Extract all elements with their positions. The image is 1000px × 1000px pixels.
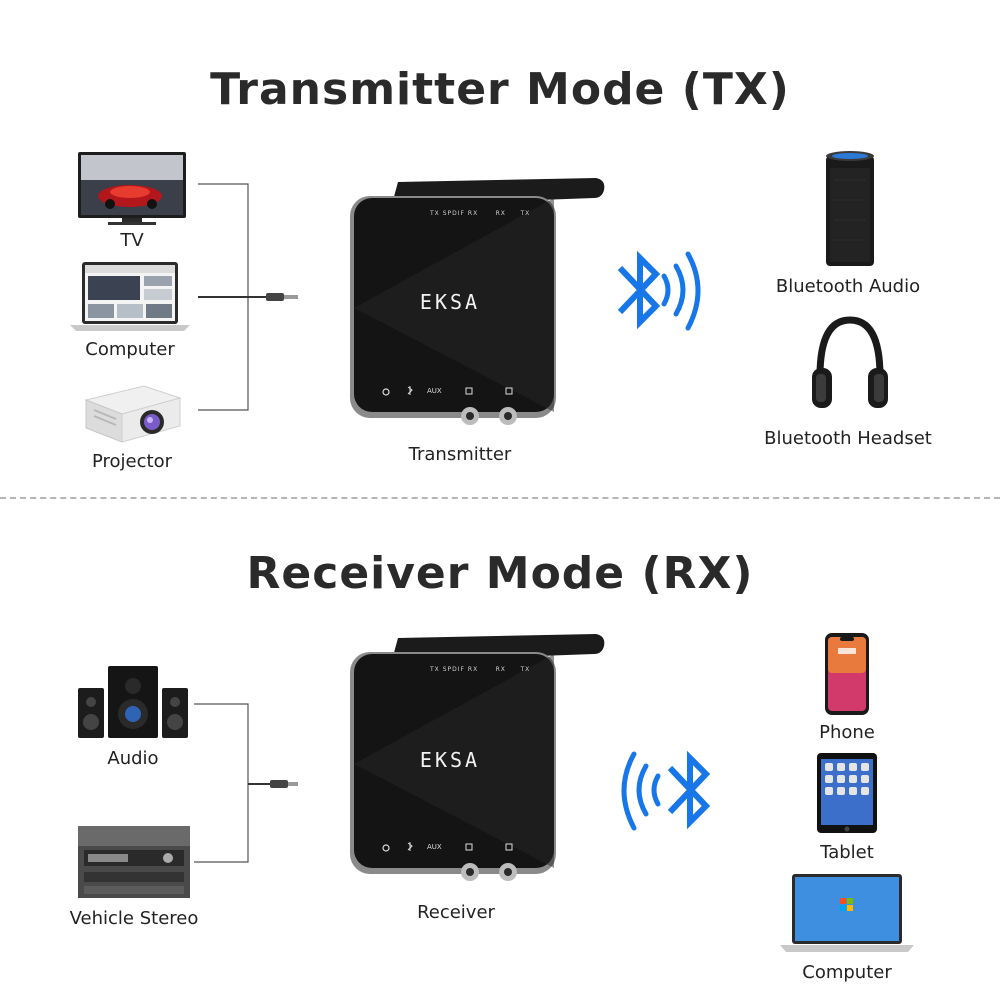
receiver-section: Receiver Mode (RX) Audio Vehicle Ster <box>0 504 1000 1000</box>
output-label-bluetooth-headset: Bluetooth Headset <box>764 428 932 449</box>
output-label-tablet: Tablet <box>820 842 874 863</box>
panel-label-tx: TX <box>430 666 440 673</box>
transmitter-device <box>348 168 610 434</box>
panel-top-labels: TX SPDIF RX RX TX <box>430 210 530 217</box>
output-label-phone: Phone <box>819 722 875 743</box>
section-divider <box>0 497 1000 499</box>
aux-cable-connector-rx <box>194 703 298 863</box>
laptop-icon <box>70 262 190 332</box>
laptop-icon <box>780 874 914 954</box>
smart-speaker-icon <box>824 150 876 268</box>
source-label-tv: TV <box>120 230 144 251</box>
output-label-computer: Computer <box>802 962 892 983</box>
source-label-vehicle-stereo: Vehicle Stereo <box>69 908 199 929</box>
receiver-mode-title: Receiver Mode (RX) <box>246 548 754 599</box>
panel-label-aux: AUX <box>427 387 442 395</box>
transmitter-mode-title: Transmitter Mode (TX) <box>210 64 790 115</box>
device-label-transmitter: Transmitter <box>408 444 512 465</box>
bluetooth-icon <box>608 740 714 840</box>
panel-label-tx: TX <box>430 210 440 217</box>
output-label-bluetooth-audio: Bluetooth Audio <box>775 276 921 297</box>
aux-cable-connector <box>198 183 298 411</box>
source-label-projector: Projector <box>92 451 172 472</box>
receiver-device <box>348 624 610 890</box>
panel-label-rx: RX <box>467 666 479 673</box>
car-stereo-icon <box>78 826 190 898</box>
projector-icon <box>82 384 182 446</box>
panel-label-rx: RX <box>467 210 479 217</box>
panel-label-aux-rx: AUX <box>427 843 442 851</box>
panel-label-rx-2: RX <box>495 210 506 217</box>
tv-icon <box>78 152 186 226</box>
brand-logo: EKSA <box>419 290 481 314</box>
panel-top-labels-rx: TX SPDIF RX RX TX <box>430 666 530 673</box>
panel-label-tx-2: TX <box>520 210 531 217</box>
brand-logo-rx: EKSA <box>419 748 481 772</box>
panel-label-tx-2: TX <box>520 666 531 673</box>
phone-icon <box>824 632 870 716</box>
panel-label-spdif: SPDIF <box>442 666 465 673</box>
source-label-computer: Computer <box>85 339 175 360</box>
transmitter-section: Transmitter Mode (TX) TV <box>0 0 1000 496</box>
headphones-icon <box>810 316 890 416</box>
panel-label-spdif: SPDIF <box>442 210 465 217</box>
speaker-system-icon <box>76 664 190 740</box>
panel-label-rx-2: RX <box>495 666 506 673</box>
bluetooth-icon <box>608 240 714 340</box>
source-label-audio: Audio <box>107 748 159 769</box>
tablet-icon <box>816 752 878 834</box>
device-label-receiver: Receiver <box>417 902 495 923</box>
